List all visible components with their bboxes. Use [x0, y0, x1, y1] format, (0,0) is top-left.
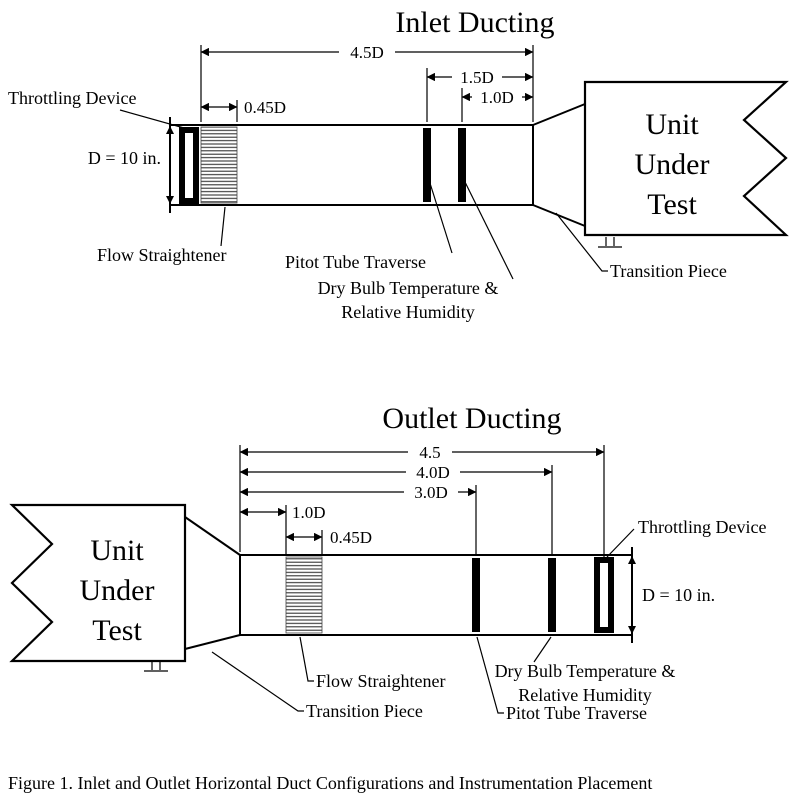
- inlet-transition-bottom: [532, 204, 586, 227]
- outlet-diameter-arrow-down: [628, 626, 636, 634]
- outlet-dry-bulb-label-line2: Relative Humidity: [518, 685, 651, 705]
- outlet-unit-under-test-line2: Under: [80, 574, 155, 607]
- outlet-pitot-tube-bar: [472, 558, 480, 632]
- outlet-diameter-arrow-up: [628, 556, 636, 564]
- outlet-dim-text-1-0d: 1.0D: [292, 503, 326, 522]
- inlet-pitot-label: Pitot Tube Traverse: [285, 252, 426, 272]
- outlet-transition-label: Transition Piece: [306, 701, 423, 721]
- inlet-dry-bulb-label-line1: Dry Bulb Temperature &: [318, 278, 499, 298]
- outlet-dim-mask-4-5: [408, 442, 452, 461]
- outlet-flow-straightener-label: Flow Straightener: [316, 671, 445, 691]
- outlet-flow-straightener: [285, 556, 323, 634]
- outlet-dim-text-4-5: 4.5: [419, 443, 440, 462]
- inlet-dim-mask-1-5d: [452, 67, 502, 86]
- inlet-throttling-device: [179, 127, 199, 204]
- inlet-throttling-leader: [119, 109, 185, 129]
- inlet-transition-label: Transition Piece: [610, 261, 727, 281]
- inlet-unit-under-test-line2: Under: [635, 148, 710, 181]
- outlet-dim-text-3-0d: 3.0D: [414, 483, 448, 502]
- inlet-flow-straightener: [200, 126, 238, 204]
- outlet-unit-under-test-box: [9, 503, 187, 663]
- outlet-transition-bottom: [184, 634, 241, 650]
- outlet-dim-text-4-0d: 4.0D: [416, 463, 450, 482]
- inlet-unit-foot: [598, 237, 622, 248]
- inlet-pitot-tube-bar: [423, 128, 431, 202]
- outlet-pitot-label: Pitot Tube Traverse: [506, 703, 647, 723]
- inlet-dry-bulb-leader: [463, 179, 514, 280]
- inlet-diagram: Inlet Ducting Unit Under Test D = 10 i: [8, 6, 789, 322]
- outlet-dry-bulb-leader: [533, 636, 552, 663]
- outlet-pitot-leader: [476, 636, 504, 714]
- inlet-unit-under-test-line3: Test: [647, 188, 697, 221]
- inlet-diameter-arrow-down: [166, 196, 174, 204]
- outlet-throttling-leader: [606, 528, 635, 558]
- inlet-throttling-label: Throttling Device: [8, 88, 136, 108]
- inlet-pitot-leader: [428, 179, 453, 254]
- inlet-unit-under-test-box: [583, 80, 789, 237]
- inlet-diameter-label: D = 10 in.: [88, 148, 161, 168]
- outlet-dry-bulb-label-line1: Dry Bulb Temperature &: [495, 661, 676, 681]
- outlet-throttling-device: [594, 557, 614, 633]
- inlet-title: Inlet Ducting: [395, 6, 554, 39]
- inlet-dim-mask-4-5d: [339, 42, 395, 61]
- inlet-dim-text-4-5d: 4.5D: [350, 43, 384, 62]
- outlet-unit-under-test-line3: Test: [92, 614, 142, 647]
- inlet-flow-straightener-label: Flow Straightener: [97, 245, 226, 265]
- outlet-unit-foot: [144, 661, 168, 672]
- outlet-dry-bulb-bar: [548, 558, 556, 632]
- inlet-dim-text-1-5d: 1.5D: [460, 68, 494, 87]
- outlet-dim-mask-3-0d: [404, 482, 458, 501]
- outlet-diameter-label: D = 10 in.: [642, 585, 715, 605]
- inlet-dim-text-0-45d: 0.45D: [244, 98, 286, 117]
- inlet-diameter-arrow-up: [166, 126, 174, 134]
- outlet-title: Outlet Ducting: [382, 402, 561, 435]
- outlet-transition-top: [184, 516, 241, 556]
- inlet-dim-mask-1-0d: [472, 88, 522, 106]
- outlet-dim-text-0-45d: 0.45D: [330, 528, 372, 547]
- inlet-transition-leader: [555, 212, 608, 272]
- outlet-dim-mask-4-0d: [406, 462, 460, 481]
- outlet-flow-straightener-leader: [299, 636, 314, 682]
- inlet-dry-bulb-label-line2: Relative Humidity: [341, 302, 474, 322]
- inlet-flow-straightener-leader: [220, 206, 226, 247]
- inlet-transition-top: [532, 103, 586, 126]
- inlet-unit-under-test-line1: Unit: [645, 108, 699, 141]
- figure-caption: Figure 1. Inlet and Outlet Horizontal Du…: [8, 773, 652, 793]
- inlet-dim-text-1-0d: 1.0D: [480, 88, 514, 107]
- outlet-transition-leader: [211, 651, 304, 712]
- inlet-dry-bulb-bar: [458, 128, 466, 202]
- outlet-unit-under-test-line1: Unit: [90, 534, 144, 567]
- outlet-throttling-label: Throttling Device: [638, 517, 766, 537]
- outlet-diagram: Outlet Ducting Unit Under Test D = 10: [9, 402, 766, 723]
